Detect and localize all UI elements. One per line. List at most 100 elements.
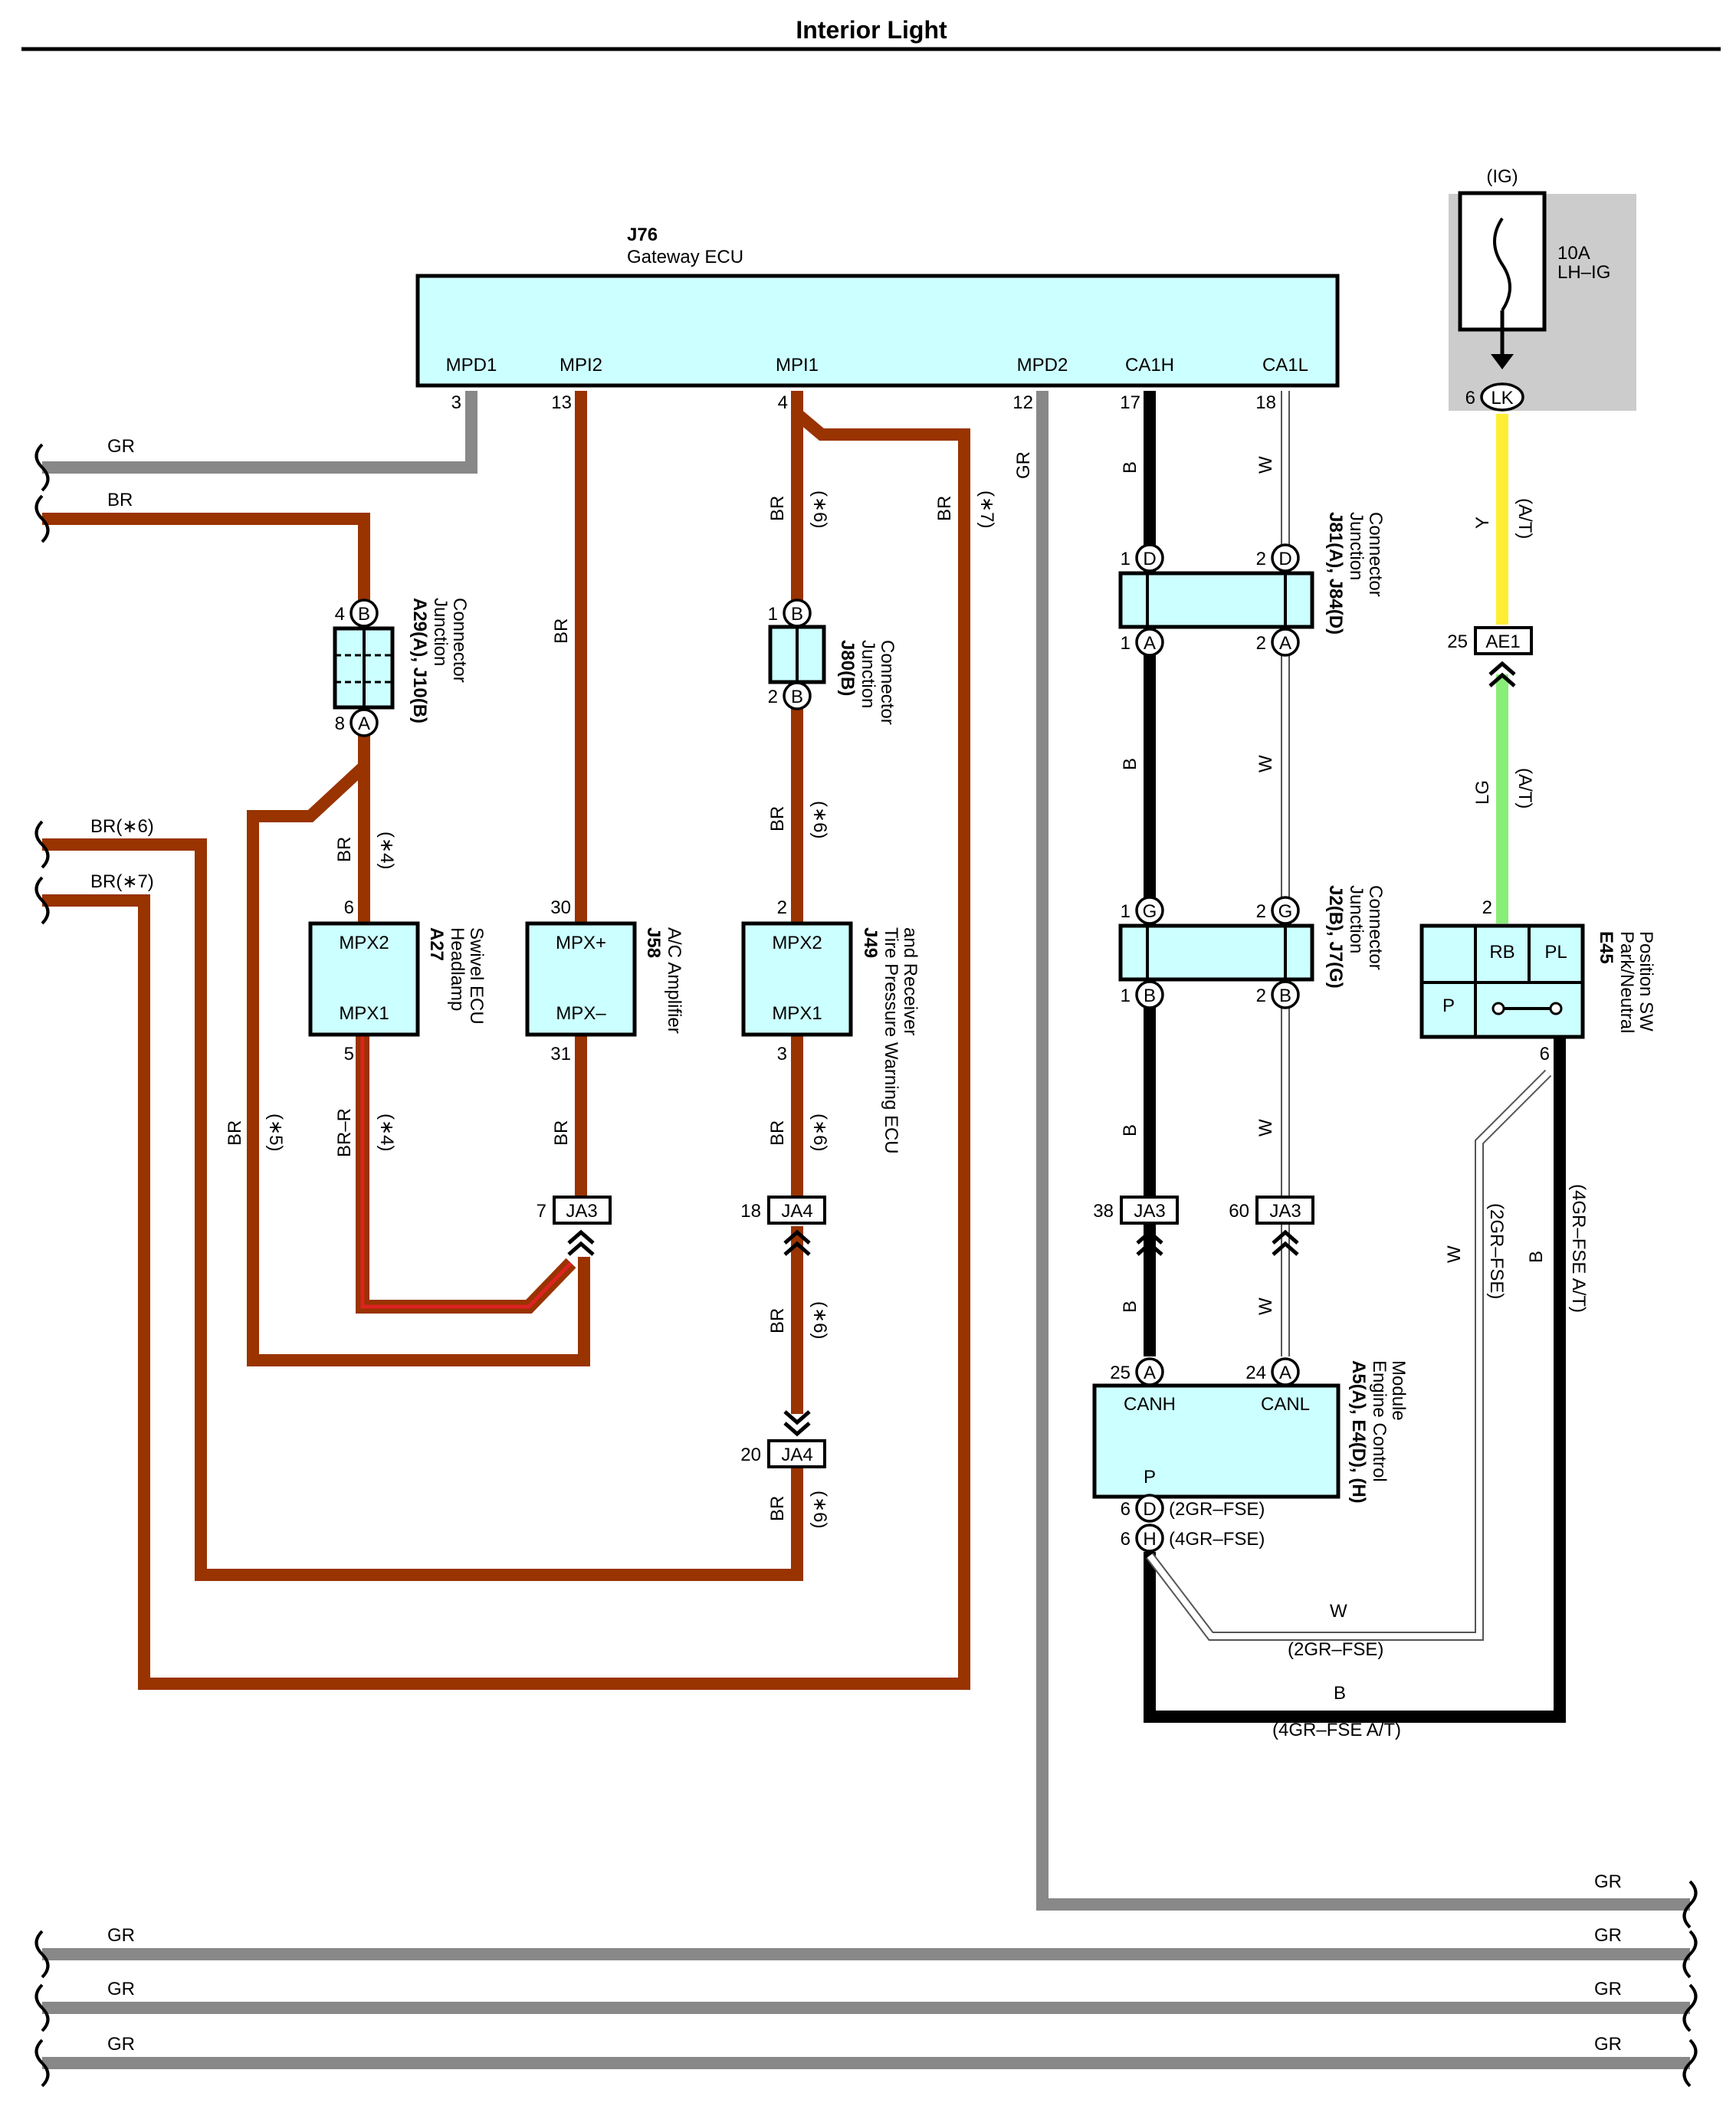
component-desc: Connector [1365, 512, 1386, 597]
pin-number: 38 [1093, 1201, 1114, 1222]
terminal-label: MPX– [556, 1003, 606, 1024]
component-desc: Junction [430, 598, 451, 666]
terminal-label: MPX1 [772, 1003, 822, 1024]
pin-circle [1135, 980, 1164, 1009]
fuse-icon [1493, 217, 1511, 312]
terminal-label: MPX2 [339, 933, 389, 953]
connector-tag-label: JA3 [566, 1201, 597, 1222]
arrow-down-icon [1491, 354, 1514, 369]
terminal-label: PL [1544, 942, 1567, 963]
pin-number: 1 [768, 604, 778, 625]
variant-label: (4GR–FSE) [1169, 1529, 1265, 1550]
pin-number: 25 [1447, 631, 1468, 652]
wire-label: (A/T) [1514, 498, 1535, 539]
pin-circle [783, 681, 812, 710]
pin-number: 6 [1465, 388, 1475, 408]
j81-connector-box [1118, 571, 1314, 629]
wire-label: (4GR–FSE A/T) [1272, 1720, 1401, 1740]
component-desc: Position SW [1636, 931, 1656, 1032]
pin-number: 4 [778, 392, 788, 413]
wire-label: BR [767, 496, 788, 521]
wire-b-ecm-e45 [1144, 1038, 1566, 1723]
connector-tag-label: JA4 [781, 1445, 812, 1465]
pin-letter: A [358, 713, 370, 734]
wire-label: (2GR–FSE) [1486, 1203, 1507, 1299]
wire-label: BR [551, 618, 572, 644]
pin-number: 3 [777, 1044, 787, 1064]
wire-label: B [1120, 1124, 1140, 1137]
wire-br-mpi1-branch [42, 408, 970, 1690]
pin-number: 2 [1256, 986, 1266, 1006]
pin-number: 13 [551, 392, 572, 413]
pin-letter: B [358, 604, 370, 625]
wire-label: (A/T) [1514, 768, 1535, 809]
wire-label: BR [767, 1496, 788, 1521]
j49-component-box [741, 921, 853, 1037]
pin-number: 2 [768, 687, 778, 707]
wire-label: GR [107, 436, 135, 457]
pin-number: 25 [1110, 1363, 1131, 1383]
connector-tag-label: AE1 [1485, 631, 1520, 652]
pin-number: 1 [1121, 549, 1131, 569]
pin-number: 2 [1256, 549, 1266, 569]
wire-break-marks [34, 443, 1698, 2088]
a27-component-box [308, 921, 420, 1037]
chevron-up-icon [1272, 1229, 1299, 1256]
component-desc: Junction [1346, 885, 1367, 953]
wire-label: GR [107, 1925, 135, 1946]
chevron-down-icon [783, 1410, 811, 1437]
wire-label: BR(∗6) [90, 816, 154, 837]
wire-label: B [1526, 1251, 1547, 1263]
component-desc: and Receiver [900, 927, 921, 1035]
pin-circle [349, 708, 379, 737]
wire-label: GR [1594, 1871, 1622, 1892]
wire-label: (∗5) [265, 1114, 286, 1151]
pin-circle [1135, 896, 1164, 925]
wire-label: GR [1013, 451, 1034, 479]
chevron-up-icon [1136, 1229, 1163, 1256]
wire-label: BR [767, 806, 788, 832]
pin-number: 1 [1121, 901, 1131, 922]
pin-number: 8 [335, 713, 345, 734]
pin-number: 18 [740, 1201, 761, 1222]
wire-label: B [1120, 758, 1140, 770]
gateway-name: Gateway ECU [627, 247, 743, 267]
wire-label: (4GR–FSE A/T) [1568, 1184, 1589, 1313]
wire-brr-a27 [356, 1035, 576, 1314]
pin-number: 20 [740, 1445, 761, 1465]
j80-label-group: J80(B) Junction Connector [837, 640, 898, 725]
component-id: J2(B), J7(G) [1325, 885, 1346, 989]
wire-label: BR [551, 1120, 572, 1146]
component-id: J58 [643, 927, 664, 958]
terminal-label: MPX2 [772, 933, 822, 953]
connector-tag-label: JA4 [781, 1201, 812, 1222]
component-id: A29(A), J10(B) [409, 598, 430, 723]
pin-number: 7 [537, 1201, 546, 1222]
component-desc: Park/Neutral [1616, 931, 1637, 1033]
component-desc: A/C Amplifier [664, 927, 684, 1034]
connector-tag-label: JA3 [1134, 1201, 1165, 1222]
pin-letter: H [1143, 1529, 1156, 1550]
component-id: A27 [426, 927, 447, 961]
terminal-label: CANH [1124, 1394, 1176, 1415]
wire-label: GR [1594, 1979, 1622, 1999]
pin-circle [1135, 543, 1164, 572]
wire-label: (∗6) [809, 801, 830, 838]
pin-number: 2 [1482, 897, 1492, 918]
component-desc: Module [1388, 1360, 1409, 1421]
pin-letter: A [1279, 633, 1291, 654]
gateway-terminal: MPD1 [446, 355, 497, 376]
pin-circle [1271, 1357, 1300, 1386]
pin-circle [1271, 543, 1300, 572]
pin-letter: G [1143, 901, 1157, 922]
pin-circle [1271, 896, 1300, 925]
pin-number: 2 [1256, 633, 1266, 654]
j49-label-group: J49 Tire Pressure Warning ECU and Receiv… [860, 927, 921, 1154]
wire-label: (∗6) [809, 1301, 830, 1339]
switch-contact-icon [1492, 1002, 1563, 1015]
terminal-label: RB [1489, 942, 1514, 963]
pin-circle [1271, 980, 1300, 1009]
gateway-terminal: MPI2 [560, 355, 602, 376]
wire-gr-mpd2 [1036, 391, 1690, 1911]
terminal-label: MPX1 [339, 1003, 389, 1024]
